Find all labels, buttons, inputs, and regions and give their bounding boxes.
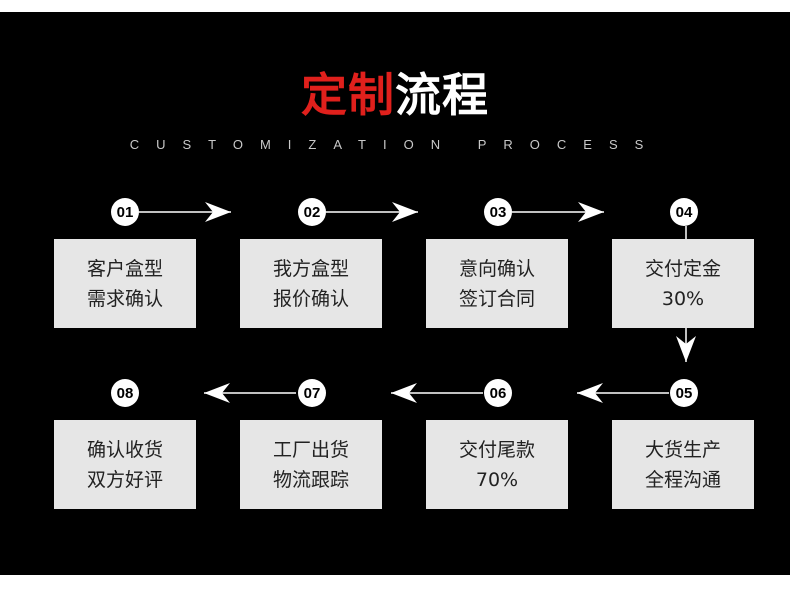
step-number-02: 02 [298, 198, 326, 226]
step-box-01: 客户盒型 需求确认 [54, 239, 196, 328]
step-line-1: 交付尾款 [458, 438, 535, 461]
title-rest: 流程 [395, 68, 489, 122]
step-number-04: 04 [670, 198, 698, 226]
step-number-03: 03 [484, 198, 512, 226]
step-number-06: 06 [484, 379, 512, 407]
step-number-01: 01 [111, 198, 139, 226]
step-line-1: 确认收货 [86, 438, 163, 461]
step-number-08: 08 [111, 379, 139, 407]
step-box-07: 工厂出货 物流跟踪 [240, 420, 382, 509]
step-box-08: 确认收货 双方好评 [54, 420, 196, 509]
step-line-1: 我方盒型 [272, 257, 349, 280]
step-line-2: 签订合同 [458, 287, 535, 310]
step-box-04: 交付定金 30% [612, 239, 754, 328]
arrowhead-06-07 [391, 383, 417, 403]
step-line-1: 交付定金 [644, 257, 721, 280]
step-line-1: 意向确认 [458, 257, 535, 280]
arrowhead-07-08 [204, 383, 230, 403]
step-line-2: 双方好评 [86, 468, 163, 491]
step-number-07: 07 [298, 379, 326, 407]
arrowhead-04-05 [676, 336, 696, 362]
step-box-06: 交付尾款 70% [426, 420, 568, 509]
step-number-05: 05 [670, 379, 698, 407]
step-box-03: 意向确认 签订合同 [426, 239, 568, 328]
step-line-1: 大货生产 [644, 438, 721, 461]
title-accent: 定制 [301, 68, 395, 122]
step-line-2: 需求确认 [86, 287, 163, 310]
step-line-1: 客户盒型 [86, 257, 163, 280]
step-line-2: 物流跟踪 [272, 468, 349, 491]
step-box-02: 我方盒型 报价确认 [240, 239, 382, 328]
arrowhead-02-03 [392, 202, 418, 222]
page-subtitle: CUSTOMIZATION PROCESS [129, 137, 661, 152]
step-line-1: 工厂出货 [272, 438, 349, 461]
arrowhead-05-06 [577, 383, 603, 403]
page-title: 定制流程 [0, 68, 790, 122]
step-line-2: 70% [475, 468, 519, 491]
arrowhead-03-04 [578, 202, 604, 222]
step-line-2: 30% [661, 287, 705, 310]
arrowhead-01-02 [205, 202, 231, 222]
step-line-2: 报价确认 [272, 287, 349, 310]
step-line-2: 全程沟通 [644, 468, 721, 491]
step-box-05: 大货生产 全程沟通 [612, 420, 754, 509]
